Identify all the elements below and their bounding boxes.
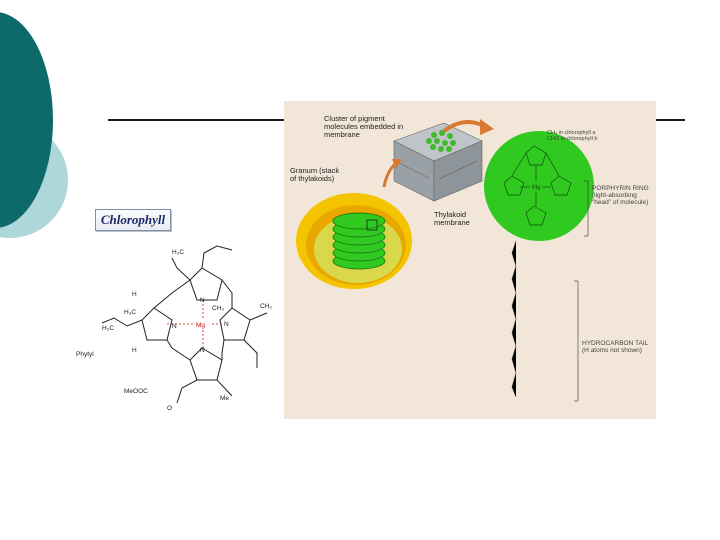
atom-r3: H₃C xyxy=(124,309,136,316)
title-rule-right xyxy=(655,119,685,121)
atom-n2: N xyxy=(224,321,229,328)
chloroplast-figure: Mg Cluster of pigment molecules embedded… xyxy=(284,101,656,419)
atom-n4: N xyxy=(172,323,177,330)
atom-ch2: CH₂ xyxy=(260,303,272,310)
chlorophyll-label: Chlorophyll xyxy=(95,209,171,231)
tail-label: HYDROCARBON TAIL (H atoms not shown) xyxy=(582,341,652,355)
thylakoid-membrane-block xyxy=(394,123,482,201)
atom-ester: Phytyl xyxy=(76,351,94,358)
atom-r1: H₃C xyxy=(172,249,184,256)
atom-ch3: CH₃ xyxy=(212,305,224,312)
atom-r4: H₃C xyxy=(102,325,114,332)
chlorophyll-variant-label: CH₃ in chlorophyll a CHO in chlorophyll … xyxy=(547,131,647,143)
atom-meo: MeOOC xyxy=(124,388,148,395)
chloroplast-illustration xyxy=(296,193,412,289)
pyrrole-ring-a xyxy=(190,268,222,300)
granum-label: Granum (stack of thylakoids) xyxy=(290,167,346,183)
atom-r2: H xyxy=(132,291,137,298)
atom-mg: Mg xyxy=(196,322,205,329)
atom-n1: N xyxy=(200,297,205,304)
porphyrin-label: PORPHYRIN RING (light-absorbing "head" o… xyxy=(592,186,654,206)
hydrocarbon-tail xyxy=(512,241,516,397)
thylakoid-label: Thylakoid membrane xyxy=(434,211,494,227)
atom-r5: H xyxy=(132,347,137,354)
atom-n3: N xyxy=(200,347,205,354)
atom-me: Me xyxy=(220,395,229,402)
chlorophyll-structure: H₃C H H₃C H₃C H Mg N N N N CH₃ Phytyl Me… xyxy=(72,238,282,418)
atom-o: O xyxy=(167,405,172,412)
title-rule-left xyxy=(108,119,286,121)
cluster-label: Cluster of pigment molecules embedded in… xyxy=(324,115,404,139)
svg-text:Mg: Mg xyxy=(532,185,540,191)
pyrrole-ring-c xyxy=(190,348,222,380)
